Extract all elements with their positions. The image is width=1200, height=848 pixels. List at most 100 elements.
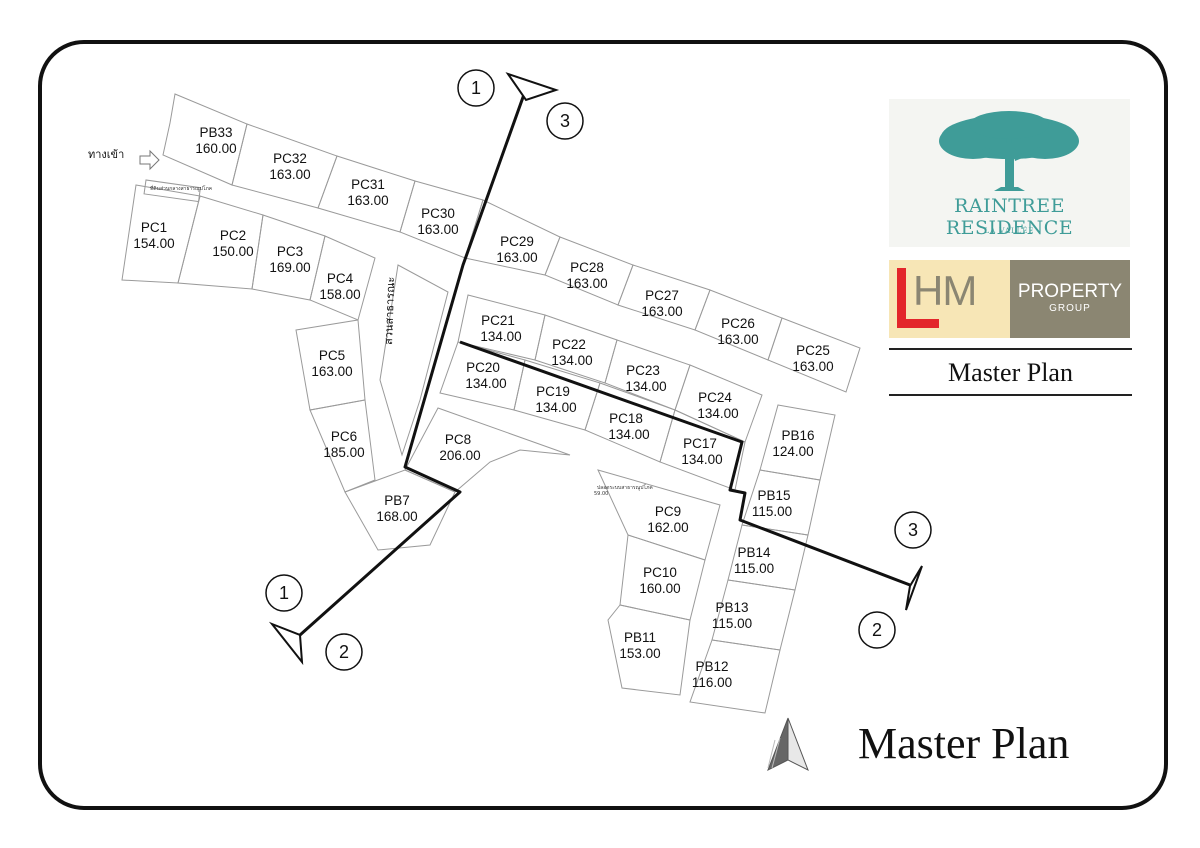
raintree-brand-name: RAINTREE RESIDENCE: [945, 195, 1074, 239]
plot-outline-PB7: [344, 469, 456, 551]
plot-id: PC23: [626, 363, 660, 378]
plot-area: 134.00: [608, 427, 649, 442]
plot-area: 163.00: [347, 193, 388, 208]
plot-outline-common-area: [143, 179, 202, 203]
plot-outline-park: [379, 264, 449, 457]
lhm-property-text: PROPERTY: [1017, 281, 1123, 302]
plot-outline-PC8: [404, 407, 571, 493]
section-marker: [325, 633, 363, 671]
plot-id: PC5: [319, 348, 345, 363]
plot-area: 134.00: [681, 452, 722, 467]
plot-area: 158.00: [319, 287, 360, 302]
section-marker-number: 3: [908, 520, 918, 540]
plot-area: 134.00: [465, 376, 506, 391]
lhm-letters: HM: [913, 267, 977, 314]
plot-area: 185.00: [323, 445, 364, 460]
plot-id: PC27: [645, 288, 679, 303]
plot-area: 115.00: [712, 616, 752, 631]
plot-id: PC21: [481, 313, 515, 328]
section-marker: [894, 511, 932, 549]
lhm-property-logo: HM PROPERTY GROUP: [889, 260, 1130, 338]
plot-outline-PB11: [607, 604, 691, 696]
plot-area: 134.00: [535, 400, 576, 415]
section-lines: [299, 85, 911, 637]
entrance-arrow-icon: [139, 149, 160, 171]
section-arrow-icon: [905, 565, 923, 611]
master-plan-title: Master Plan: [858, 719, 1070, 768]
plot-outline-PC32: [231, 123, 338, 209]
plot-area: 163.00: [792, 359, 833, 374]
plot-id: PB11: [624, 630, 656, 645]
plot-id: PC28: [570, 260, 604, 275]
plot-boundaries: [121, 93, 861, 714]
plot-id: PC2: [220, 228, 246, 243]
plot-id: PB7: [384, 493, 410, 508]
plot-id: PC26: [721, 316, 755, 331]
plot-area: 116.00: [692, 675, 732, 690]
section-marker-number: 2: [339, 642, 349, 662]
section-marker: [858, 611, 896, 649]
section-marker: [457, 69, 495, 107]
section-line-1: [299, 85, 529, 637]
plot-id: PC29: [500, 234, 534, 249]
lhm-group-text: GROUP: [1049, 303, 1091, 314]
page-frame: [38, 40, 1168, 810]
section-marker-numbers: 1 3 1 2 3 2: [279, 78, 918, 662]
section-marker-circles: [265, 69, 932, 671]
plot-area: 163.00: [717, 332, 758, 347]
common-area-note: ที่ดินส่วนกลางสาธารณูปโภค: [150, 185, 212, 192]
plot-id: PC18: [609, 411, 643, 426]
plot-id: PC24: [698, 390, 732, 405]
plot-id: PC22: [552, 337, 586, 352]
section-marker-number: 1: [279, 583, 289, 603]
raintree-brand-sub: LA VALLÉE: [984, 227, 1035, 235]
north-arrow-icon: [767, 717, 809, 772]
section-marker-number: 2: [872, 620, 882, 640]
public-park-label: สวนสาธารณะ: [382, 276, 397, 345]
section-marker-number: 3: [560, 111, 570, 131]
plot-area: 206.00: [439, 448, 480, 463]
plot-area: 153.00: [619, 646, 660, 661]
plot-id: PC19: [536, 384, 570, 399]
plot-outline-PC6: [309, 399, 376, 493]
utility-note-area: 59.00: [594, 491, 608, 497]
section-arrow-heads: [268, 72, 923, 666]
plot-area: 169.00: [269, 260, 310, 275]
plot-area: 160.00: [195, 141, 236, 156]
plot-id: PC8: [445, 432, 471, 447]
raintree-logo: RAINTREE RESIDENCE LA VALLÉE: [889, 99, 1130, 247]
plot-area: 162.00: [647, 520, 688, 535]
plot-outline-PB12: [689, 639, 781, 714]
plot-id: PB33: [199, 125, 232, 140]
section-marker: [265, 574, 303, 612]
plot-id: PC20: [466, 360, 500, 375]
plot-area: 115.00: [734, 561, 774, 576]
plot-area: 163.00: [566, 276, 607, 291]
plot-id: PB15: [757, 488, 790, 503]
lhm-l-shape: [897, 268, 939, 328]
plot-area: 163.00: [417, 222, 458, 237]
